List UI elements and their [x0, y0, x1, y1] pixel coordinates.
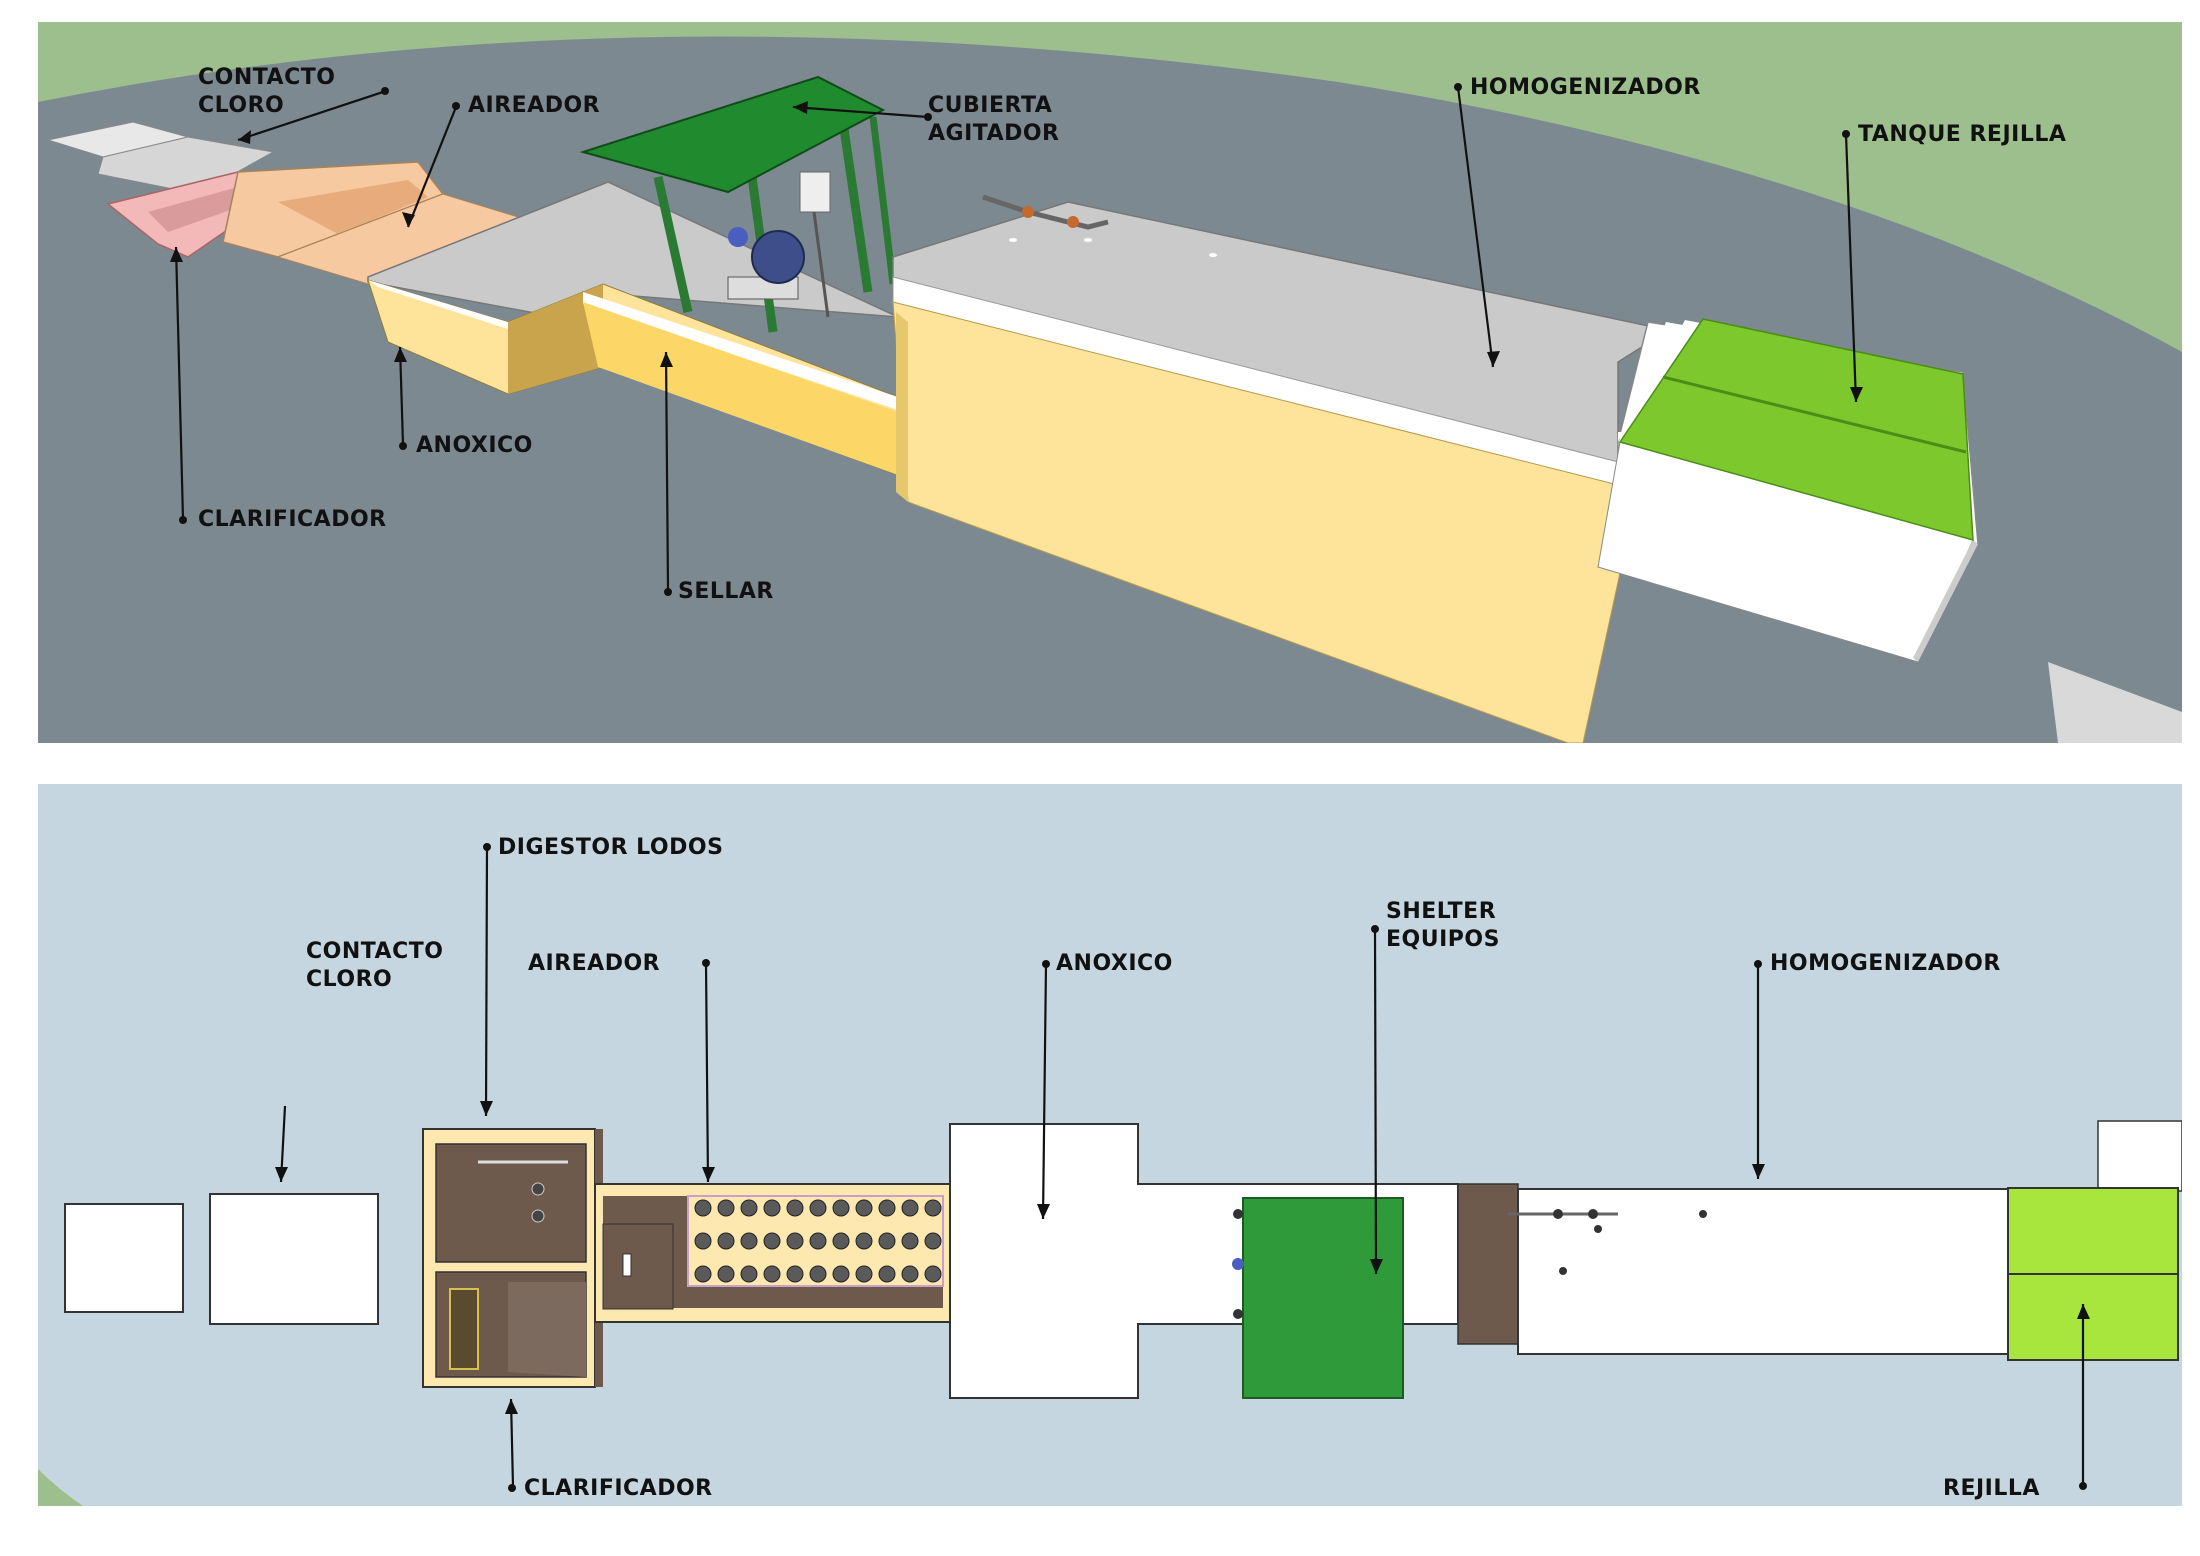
rejilla-edge — [1913, 540, 1978, 662]
plan-clarificador-weir — [449, 1288, 479, 1370]
label-homogenizador-plan: HOMOGENIZADOR — [1770, 951, 2001, 976]
pipe-valve-2 — [1067, 216, 1079, 228]
label-homogenizador: HOMOGENIZADOR — [1470, 75, 1701, 100]
blower-fan — [728, 227, 748, 247]
plan-homogenizador — [1517, 1188, 2009, 1355]
label-anoxico-plan: ANOXICO — [1056, 951, 1173, 976]
manhole-2 — [1084, 238, 1092, 242]
plan-diffuser-grid — [694, 1199, 942, 1283]
agitador-roof — [579, 75, 886, 194]
control-post — [812, 211, 830, 318]
label-sellar: SELLAR — [678, 579, 774, 604]
clarificador-inner — [148, 187, 253, 232]
dot-aireador-plan — [702, 959, 710, 967]
label-digestor-lodos: DIGESTOR LODOS — [498, 835, 724, 860]
dot-clarificador-plan — [508, 1484, 516, 1492]
plan-view: DIGESTOR LODOS CONTACTO CLORO AIREADOR A… — [38, 784, 2182, 1506]
blower-motor — [751, 230, 805, 284]
anoxico-edge — [368, 280, 508, 329]
plan-shelter-detail-3 — [1233, 1309, 1243, 1319]
label-cubierta-agitador: CUBIERTA AGITADOR — [928, 93, 1060, 146]
label-aireador: AIREADOR — [468, 93, 601, 118]
dot-digestor-lodos — [483, 843, 491, 851]
manhole-3 — [1209, 253, 1217, 257]
sellar-wall — [583, 302, 898, 475]
sellar-edge — [583, 292, 898, 410]
anoxico-wall-shade — [508, 284, 603, 394]
manhole-1 — [1009, 238, 1017, 242]
dot-rejilla-plan — [2079, 1482, 2087, 1490]
dot-contacto-cloro-top — [381, 87, 389, 95]
homogenizador-wall-corner — [896, 312, 908, 502]
label-clarificador: CLARIFICADOR — [198, 507, 387, 532]
plan-digestor-lodos — [435, 1143, 587, 1263]
perspective-drawing — [38, 22, 2182, 743]
dot-tanque-rejilla-top — [1842, 130, 1850, 138]
plan-slab-left — [64, 1203, 184, 1313]
plan-pipe-valve-2 — [1588, 1209, 1598, 1219]
label-shelter-equipos: SHELTER EQUIPOS — [1386, 899, 1500, 952]
label-contacto-cloro-plan: CONTACTO CLORO — [306, 939, 444, 992]
rejilla-top-green — [1618, 318, 1974, 542]
dot-aireador-top — [452, 102, 460, 110]
plan-contacto-cloro — [209, 1193, 379, 1325]
dot-homogenizador-plan — [1754, 960, 1762, 968]
roof-column-1 — [653, 176, 693, 313]
perspective-view: CONTACTO CLORO AIREADOR CUBIERTA AGITADO… — [38, 22, 2182, 743]
aireador-inner — [278, 180, 428, 234]
plan-pipe-valve-1 — [1553, 1209, 1563, 1219]
roof-column-4 — [869, 116, 897, 285]
dot-anoxico-top — [399, 442, 407, 450]
label-clarificador-plan: CLARIFICADOR — [524, 1476, 713, 1501]
plan-digestor-valve-2 — [531, 1209, 545, 1223]
label-aireador-plan: AIREADOR — [528, 951, 661, 976]
plan-grass-corner — [38, 1469, 83, 1506]
plan-digestor-valve-1 — [531, 1182, 545, 1196]
plan-shelter-equipos — [1242, 1197, 1404, 1399]
leader-arrows-top — [170, 101, 1863, 402]
plan-drawing — [38, 784, 2182, 1506]
right-slab — [2048, 662, 2182, 743]
plan-clarificador-hopper — [508, 1282, 586, 1377]
plan-shelter-detail-2 — [1232, 1258, 1244, 1270]
pipe-valve-1 — [1022, 206, 1034, 218]
dot-shelter-equipos — [1371, 925, 1379, 933]
plan-aireador-gate — [622, 1253, 632, 1277]
homogenizador-pipe — [982, 194, 1109, 230]
plan-aireador-inlet — [602, 1223, 674, 1310]
dot-anoxico-plan — [1042, 960, 1050, 968]
dot-homogenizador-top — [1454, 83, 1462, 91]
rejilla-divider — [1662, 375, 1967, 454]
leader-lines-top — [174, 86, 1858, 591]
roof-column-3 — [838, 121, 873, 293]
plan-homogenizador-wall — [1457, 1183, 1519, 1345]
plan-manhole-2 — [1699, 1210, 1707, 1218]
plan-rejilla-back — [2097, 1120, 2182, 1192]
dot-cubierta-top — [924, 113, 932, 121]
label-contacto-cloro: CONTACTO CLORO — [198, 65, 336, 118]
plan-manhole-3 — [1559, 1267, 1567, 1275]
leader-arrows-plan — [275, 1101, 2090, 1414]
label-anoxico: ANOXICO — [416, 433, 533, 458]
plan-manhole-1 — [1594, 1225, 1602, 1233]
dot-clarificador-top — [179, 516, 187, 524]
label-rejilla: REJILLA — [1943, 1476, 2040, 1501]
control-panel — [799, 171, 831, 213]
label-tanque-rejilla: TANQUE REJILLA — [1858, 122, 2067, 147]
dot-sellar-top — [664, 588, 672, 596]
leader-lines-plan — [279, 846, 2085, 1488]
plan-shelter-detail-1 — [1233, 1209, 1243, 1219]
